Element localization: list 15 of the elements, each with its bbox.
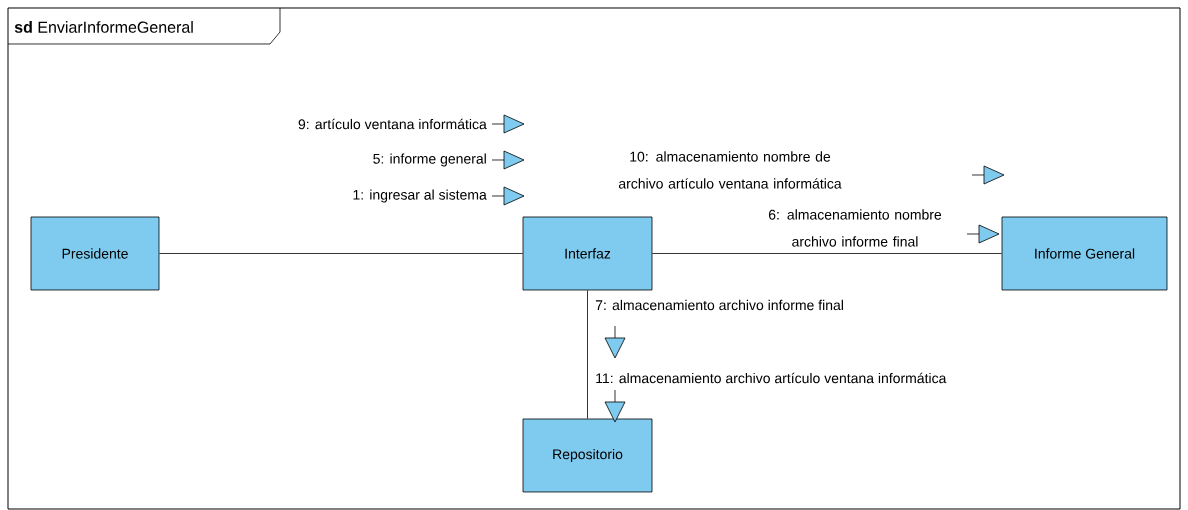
message-label: 5: informe general: [373, 153, 486, 167]
link-line: [587, 290, 588, 419]
message-label: 6: almacenamiento nombre archivo informe final: [768, 209, 942, 247]
frame-title: sd EnviarInformeGeneral: [7, 7, 281, 45]
link-line: [159, 253, 523, 254]
link-line: [652, 253, 1002, 254]
message-label: 7: almacenamiento archivo informe final: [595, 299, 843, 311]
message-label: 10: almacenamiento nombre de archivo artículo ventana informática: [618, 151, 842, 189]
message-label: 11: almacenamiento archivo artículo ventana informática: [596, 372, 947, 384]
object-box: Repositorio: [522, 418, 653, 493]
object-box: Presidente: [30, 216, 160, 291]
message-label: 9: artículo ventana informática: [298, 118, 487, 130]
object-box: Interfaz: [522, 216, 653, 291]
object-box: Informe General: [1001, 216, 1168, 291]
message-label: 1: ingresar al sistema: [353, 189, 487, 203]
